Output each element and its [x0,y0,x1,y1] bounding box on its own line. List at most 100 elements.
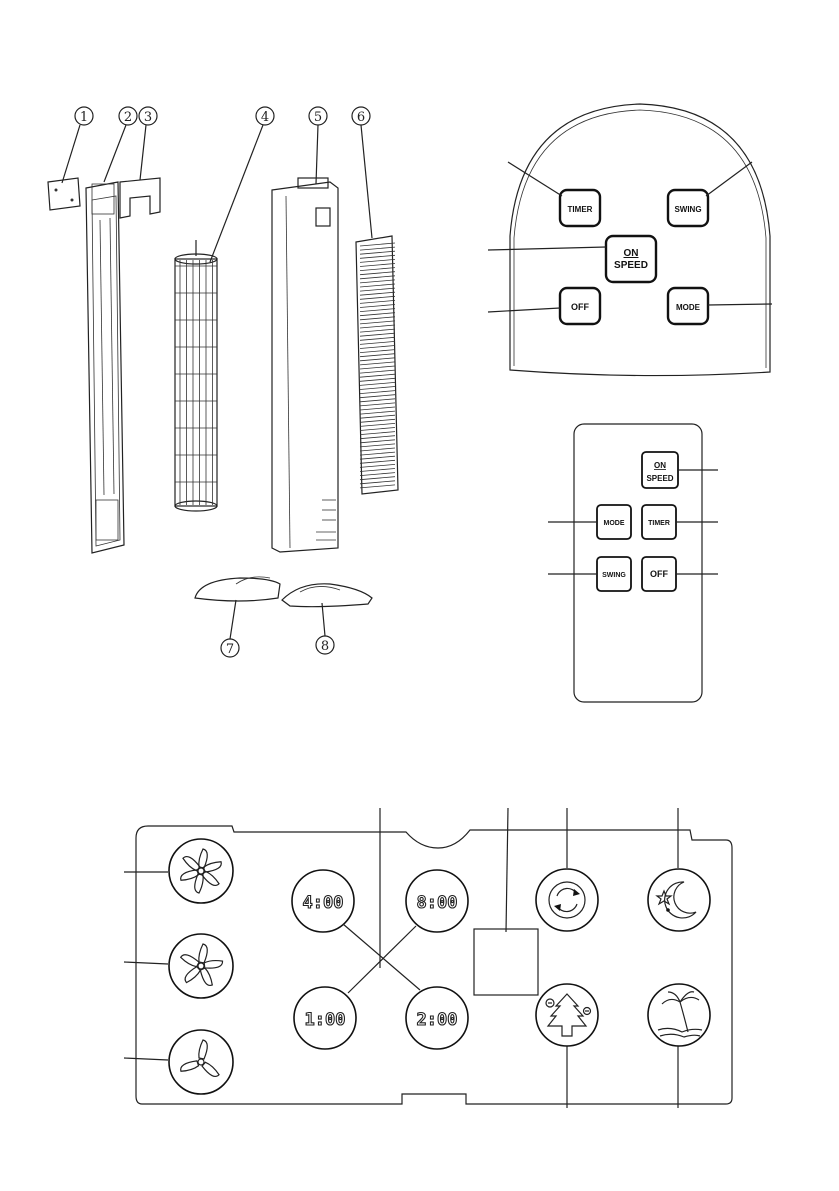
grille-bar [360,370,395,373]
grille-bar [360,321,395,324]
grille-bar [360,272,395,275]
grille-bar [360,309,395,312]
fan-low-icon[interactable] [169,1030,233,1094]
callout-8: 8 [316,603,334,654]
grille-bar [360,456,395,459]
grille-bar [360,374,395,377]
grille-bar [360,346,395,349]
grille-bar [360,284,395,287]
grille-bar [360,251,395,254]
remote-control: ON SPEED MODE TIMER SWING OFF [548,424,718,702]
timer-2h-button[interactable]: 2:00 [406,987,468,1049]
grille-bar [360,354,395,357]
grille-bar [360,382,395,385]
remote-timer-button[interactable]: TIMER [642,505,676,539]
fan-high-icon[interactable] [169,839,233,903]
grille-bar [360,428,395,431]
svg-text:TIMER: TIMER [648,520,670,527]
part-back-panel [86,182,124,553]
grille-bar [360,305,395,308]
remote-on-speed-button[interactable]: ON SPEED [642,452,678,488]
svg-text:1: 1 [80,110,88,125]
callout-3: 3 [139,107,157,180]
grille-bar [360,481,395,484]
callout-7: 7 [221,600,239,657]
panel-timer-button[interactable]: TIMER [560,190,600,226]
grille-bar [360,440,395,443]
grille-bar [360,264,395,267]
svg-text:MODE: MODE [604,520,625,527]
grille-bar [360,378,395,381]
remote-mode-button[interactable]: MODE [597,505,631,539]
timer-4h-button[interactable]: 4:00 [292,870,354,932]
grille-bar [360,391,395,394]
grille-bar [360,469,395,472]
fan-ribs [175,260,217,505]
svg-text:2:00: 2:00 [417,1010,458,1030]
grille-bar [360,329,395,332]
grille-bar [360,333,395,336]
beach-palm-icon[interactable] [648,984,710,1046]
svg-text:ON: ON [654,461,666,470]
display-panel: 4:00 8:00 1:00 2:00 [124,808,732,1108]
svg-text:OFF: OFF [650,569,668,579]
callout-5: 5 [309,107,327,184]
panel-swing-button[interactable]: SWING [668,190,708,226]
panel-on-speed-button[interactable]: ON SPEED [606,236,656,282]
remote-swing-button[interactable]: SWING [597,557,631,591]
natural-tree-icon[interactable] [536,984,598,1046]
grille-bar [360,255,395,258]
panel-mode-button[interactable]: MODE [668,288,708,324]
grille-bar [360,268,395,271]
grille-bar [360,460,395,463]
part-base-right [282,584,372,607]
grille-bars [360,243,395,488]
svg-text:6: 6 [357,110,365,125]
panel-off-button[interactable]: OFF [560,288,600,324]
grille-bar [360,296,395,299]
grille-bar [360,423,395,426]
grille-bar [360,477,395,480]
timer-1h-button[interactable]: 1:00 [294,987,356,1049]
remote-off-button[interactable]: OFF [642,557,676,591]
grille-bar [360,325,395,328]
svg-text:SWING: SWING [674,205,701,214]
part-fan-blower [175,240,217,511]
svg-text:4: 4 [261,110,269,125]
grille-bar [360,419,395,422]
grille-bar [360,387,395,390]
grille-bar [360,350,395,353]
grille-bar [360,366,395,369]
swing-icon[interactable] [536,869,598,931]
grille-bar [360,243,395,246]
grille-bar [360,464,395,467]
grille-bar [360,317,395,320]
fan-mid-icon[interactable] [169,934,233,998]
timer-8h-button[interactable]: 8:00 [406,870,468,932]
svg-text:8: 8 [321,639,329,654]
svg-text:SWING: SWING [602,572,626,579]
svg-text:1:00: 1:00 [305,1010,346,1030]
part-bracket [120,178,160,218]
grille-bar [360,358,395,361]
grille-bar [360,395,395,398]
grille-bar [360,259,395,262]
grille-bar [360,452,395,455]
grille-bar [360,444,395,447]
sleep-moon-icon[interactable] [648,869,710,931]
grille-bar [360,247,395,250]
callout-1: 1 [62,107,93,183]
grille-bar [360,415,395,418]
grille-bar [360,473,395,476]
top-control-panel: TIMER SWING ON SPEED OFF MODE [488,104,772,376]
led-display-window [474,929,538,995]
grille-bar [360,288,395,291]
callout-2: 2 [104,107,137,182]
grille-bar [360,313,395,316]
part-pcb [48,178,80,210]
svg-text:5: 5 [314,110,322,125]
callout-4: 4 [210,107,274,262]
grille-bar [360,411,395,414]
svg-text:SPEED: SPEED [614,260,648,271]
